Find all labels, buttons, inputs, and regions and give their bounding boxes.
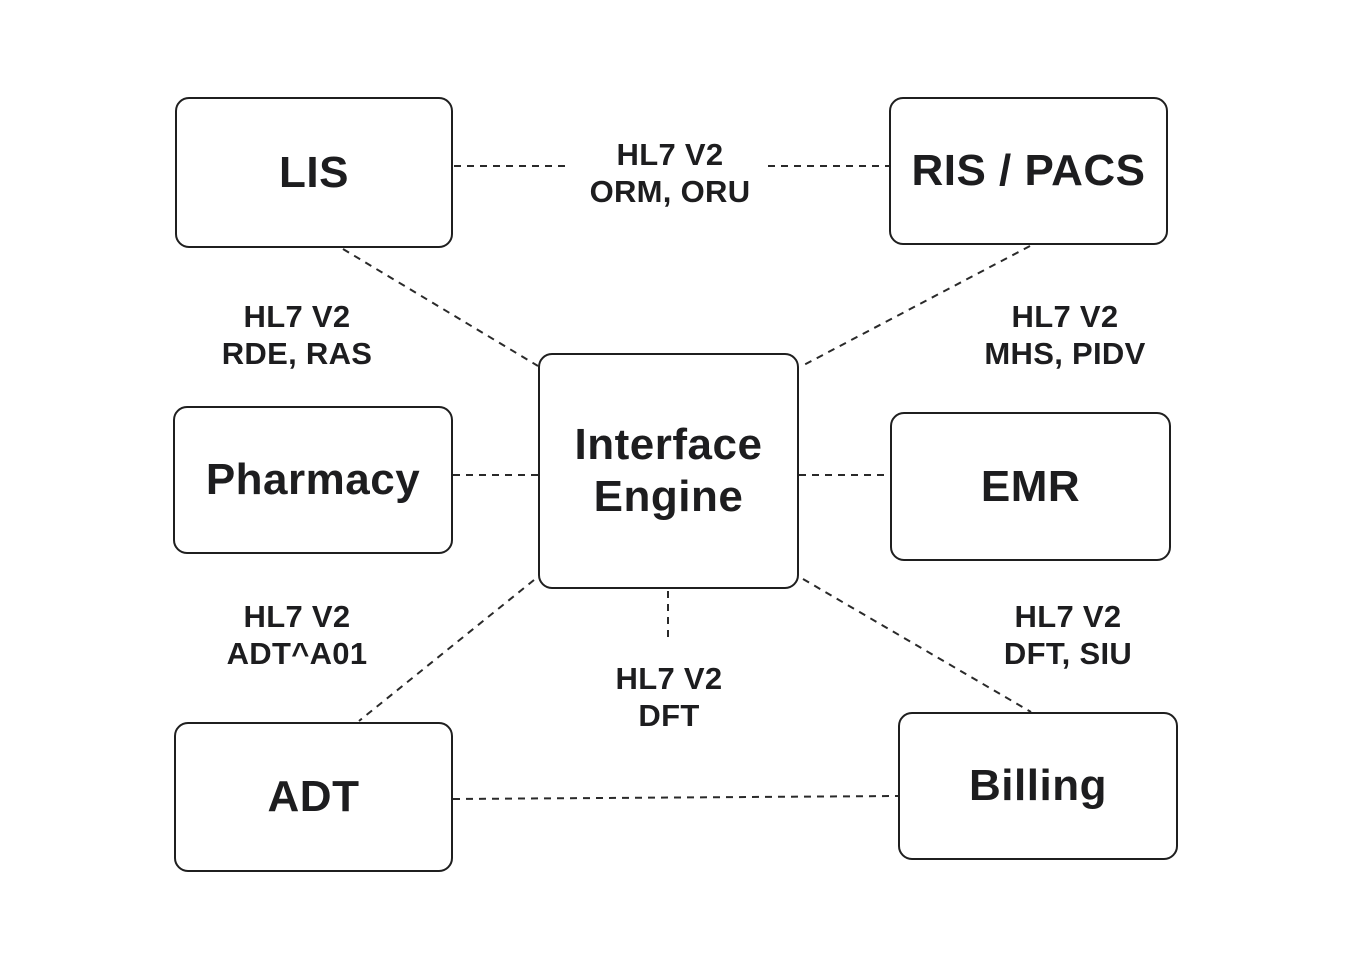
- node-billing-label: Billing: [969, 761, 1107, 811]
- node-lis-label: LIS: [279, 147, 349, 197]
- node-lis: LIS: [175, 97, 453, 248]
- node-pharmacy: Pharmacy: [173, 406, 453, 554]
- edge-label-mhs-pidv: HL7 V2 MHS, PIDV: [984, 299, 1146, 371]
- edge-label-adt-a01: HL7 V2 ADT^A01: [226, 599, 368, 671]
- edge-label-rde-ras: HL7 V2 RDE, RAS: [221, 299, 373, 371]
- node-emr: EMR: [890, 412, 1171, 561]
- node-emr-label: EMR: [980, 461, 1081, 511]
- node-interface-engine: Interface Engine: [538, 353, 799, 589]
- edge-label-dft-siu: HL7 V2 DFT, SIU: [1003, 599, 1133, 671]
- node-billing: Billing: [898, 712, 1178, 860]
- edge-adt-billing: [452, 795, 899, 800]
- edge-engine-adt: [358, 579, 535, 722]
- node-interface-engine-label: Interface Engine: [574, 420, 763, 521]
- edge-ris-pacs-engine: [799, 245, 1031, 368]
- node-adt: ADT: [174, 722, 453, 872]
- node-pharmacy-label: Pharmacy: [205, 455, 421, 505]
- edge-engine-billing: [802, 578, 1032, 713]
- edge-label-lis-ris-pacs: HL7 V2 ORM, ORU: [589, 137, 751, 209]
- node-adt-label: ADT: [267, 772, 360, 822]
- node-ris-pacs: RIS / PACS: [889, 97, 1168, 245]
- edge-label-dft: HL7 V2 DFT: [615, 661, 723, 733]
- node-ris-pacs-label: RIS / PACS: [911, 146, 1146, 196]
